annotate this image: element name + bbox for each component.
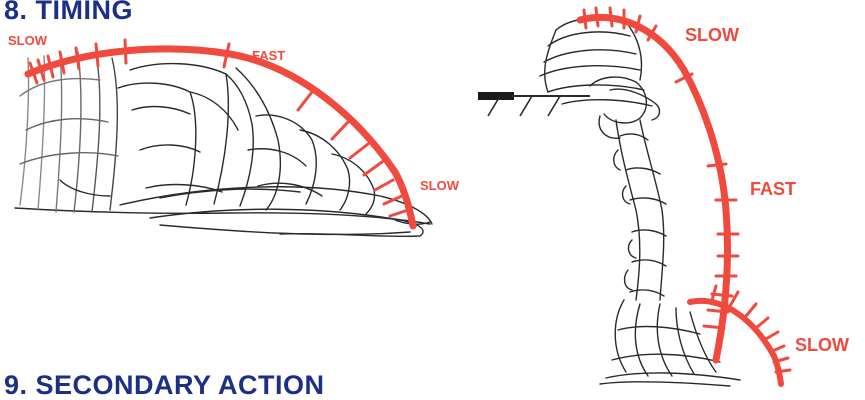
right-tick [708, 164, 726, 166]
left-tick [364, 162, 382, 175]
right-sketch-drawing [540, 18, 740, 386]
left-tick [375, 180, 393, 190]
left-tick [76, 48, 79, 69]
right-label-slow-top: SLOW [685, 26, 739, 44]
left-arc-path [28, 49, 413, 226]
right-tick [584, 10, 586, 28]
right-tick [746, 304, 756, 316]
right-tick [704, 326, 724, 328]
right-label-slow-bottom: SLOW [795, 336, 849, 354]
left-label-slow-end: SLOW [420, 179, 459, 192]
left-label-slow-start: SLOW [8, 34, 47, 47]
right-tick [730, 292, 738, 306]
section-title-secondary-action: 9. SECONDARY ACTION [4, 372, 325, 399]
right-arc-path [580, 17, 728, 360]
arrow-drawing [478, 92, 590, 116]
right-tick [712, 286, 716, 300]
right-label-fast: FAST [750, 180, 796, 198]
right-arc-secondary [690, 301, 781, 384]
right-tick [764, 332, 778, 340]
page: 8. TIMING [0, 0, 865, 391]
left-tick [298, 92, 312, 110]
right-tick [610, 8, 612, 26]
left-tick [390, 210, 408, 216]
left-tick [350, 144, 368, 158]
right-tick [708, 310, 728, 312]
left-timing-arc [28, 40, 413, 226]
right-tick [756, 318, 768, 328]
left-tick [96, 44, 98, 66]
right-tick [776, 370, 790, 372]
left-tick [125, 40, 126, 63]
timing-illustration [0, 0, 865, 391]
left-tick [332, 122, 348, 139]
left-label-fast: FAST [252, 49, 285, 62]
right-tick [596, 8, 598, 26]
